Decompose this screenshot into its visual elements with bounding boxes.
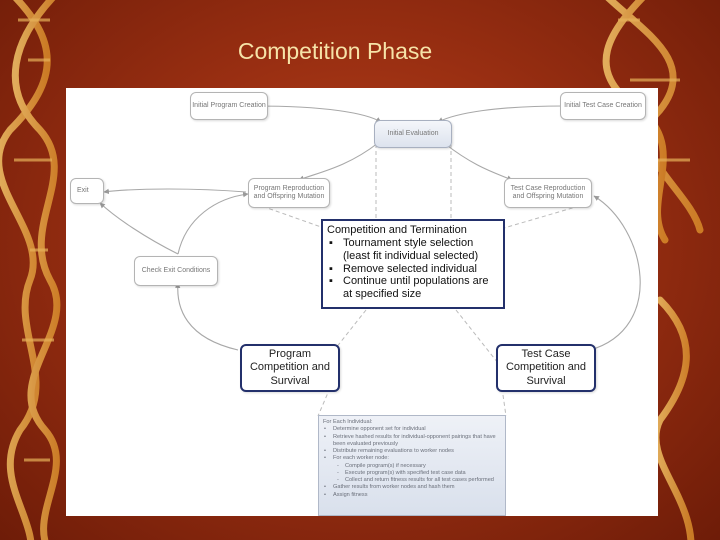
program-competition-node: Program Competition and Survival xyxy=(240,344,340,392)
detail-item: Assign fitness xyxy=(323,492,501,500)
exit-node: Exit xyxy=(70,178,104,204)
detail-item: For each worker node: xyxy=(323,455,501,463)
detail-heading: For Each Individual: xyxy=(323,419,373,425)
check-exit-conditions-node: Check Exit Conditions xyxy=(134,256,218,286)
evaluation-detail-box: For Each Individual: Determine opponent … xyxy=(318,415,506,516)
callout-item: Remove selected individual xyxy=(327,263,498,276)
callout-list: Tournament style selection (least fit in… xyxy=(327,237,498,301)
initial-evaluation-node: Initial Evaluation xyxy=(374,120,452,148)
detail-subitem: Execute program(s) with specified test c… xyxy=(323,470,501,478)
detail-list: Determine opponent set for individual Re… xyxy=(323,426,501,499)
test-case-competition-node: Test Case Competition and Survival xyxy=(496,344,596,392)
competition-termination-callout: Competition and Termination Tournament s… xyxy=(321,219,505,309)
initial-program-creation-node: Initial Program Creation xyxy=(190,92,268,120)
initial-test-case-creation-node: Initial Test Case Creation xyxy=(560,92,646,120)
detail-subitem: Compile program(s) if necessary xyxy=(323,463,501,471)
callout-title: Competition and Termination xyxy=(327,224,467,236)
detail-subitem: Collect and return fitness results for a… xyxy=(323,477,501,485)
callout-item: Continue until populations are at specif… xyxy=(327,275,498,301)
flow-connectors xyxy=(99,105,641,417)
slide-title: Competition Phase xyxy=(237,38,433,64)
detail-item: Distribute remaining evaluations to work… xyxy=(323,448,501,456)
diagram-panel: Initial Program Creation Initial Test Ca… xyxy=(66,88,658,516)
program-reproduction-node: Program Reproduction and Offspring Mutat… xyxy=(248,178,330,208)
callout-item: Tournament style selection (least fit in… xyxy=(327,237,498,263)
detail-item: Gather results from worker nodes and has… xyxy=(323,484,501,492)
detail-item: Retrieve hashed results for individual-o… xyxy=(323,434,501,449)
test-case-reproduction-node: Test Case Reproduction and Offspring Mut… xyxy=(504,178,592,208)
detail-item: Determine opponent set for individual xyxy=(323,426,501,434)
